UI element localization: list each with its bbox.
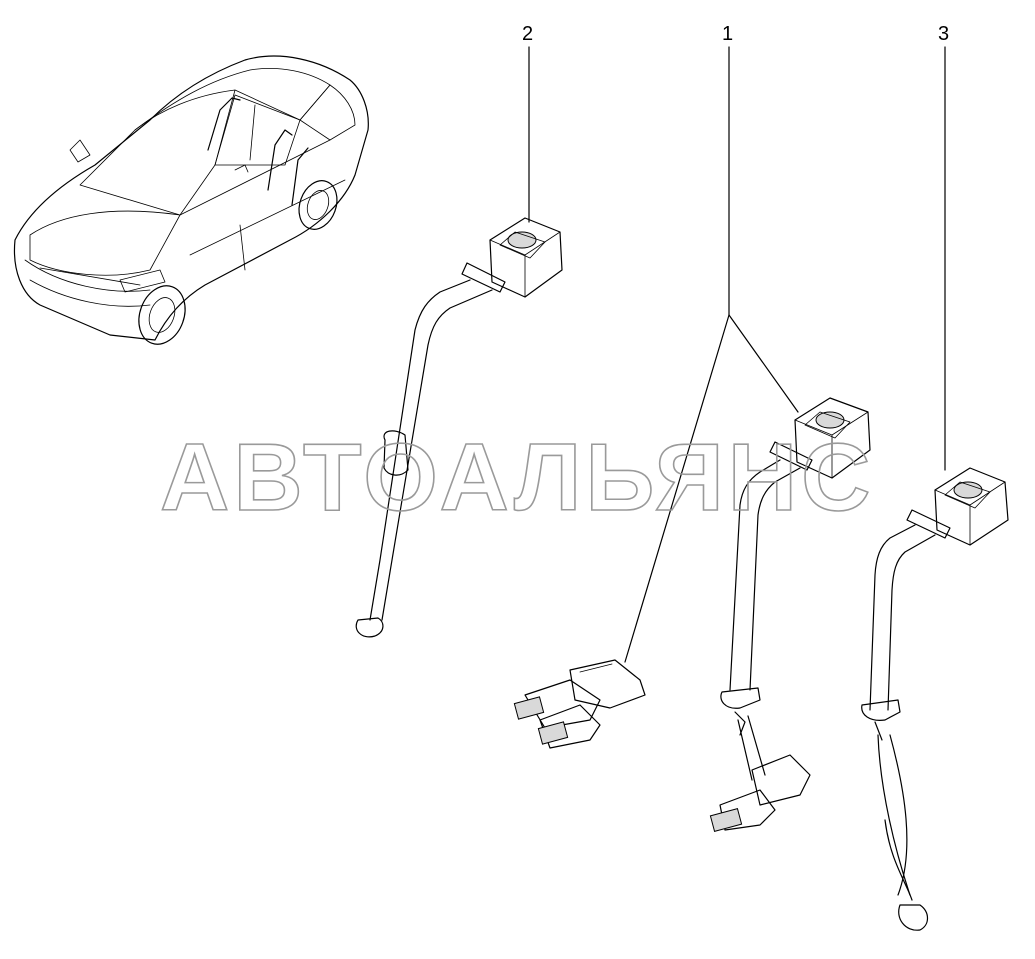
part-1-seat-belt	[861, 467, 1009, 931]
car-overview-illustration	[13, 55, 369, 345]
callout-2: 2	[522, 23, 533, 223]
callout-number-1: 3	[938, 23, 949, 45]
watermark-text: АВТОАЛЬЯНС	[160, 424, 874, 531]
callout-number-2: 2	[522, 23, 533, 45]
part-2-seat-belt	[355, 217, 563, 638]
part-3-buckle-assembly	[513, 659, 646, 749]
callout-3: 1	[624, 23, 799, 663]
callout-1: 3	[938, 23, 949, 471]
part-3-seat-belt	[709, 397, 871, 832]
callout-number-3: 1	[722, 23, 733, 45]
